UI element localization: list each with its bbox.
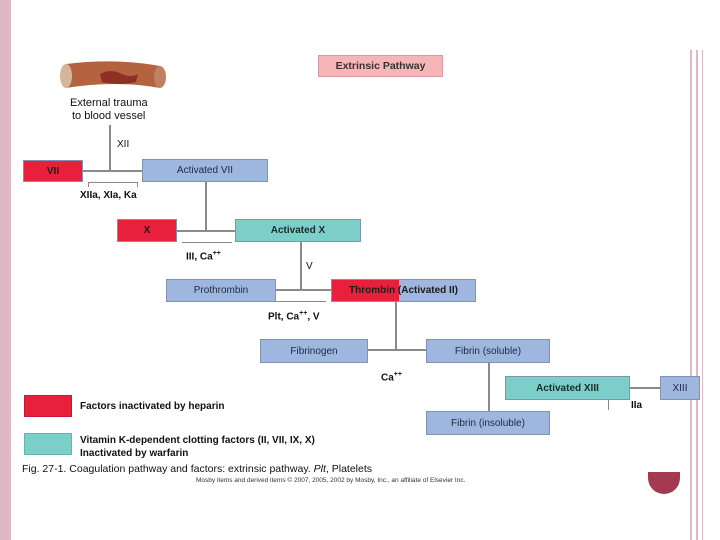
- connector-line: [177, 230, 235, 232]
- trauma-label-line1: External trauma: [70, 97, 148, 109]
- fibrin-insoluble-node: Fibrin (insoluble): [426, 411, 550, 435]
- iii-ca-text: III, Ca: [186, 251, 213, 263]
- v-label: V: [306, 261, 313, 272]
- connector-line: [88, 182, 138, 183]
- right-accent-line: [696, 0, 698, 540]
- connector-line: [395, 301, 397, 349]
- ca-fibrin-text: Ca: [381, 372, 394, 384]
- connector-line: [205, 182, 207, 230]
- activated-xiii-node: Activated XIII: [505, 376, 630, 400]
- connector-line: [109, 125, 111, 170]
- caption-suffix: , Platelets: [325, 463, 373, 475]
- connector-line: [82, 170, 142, 172]
- factor-xiii-node: XIII: [660, 376, 700, 400]
- corner-circle-shape: [648, 472, 680, 494]
- connector-line: [182, 242, 232, 243]
- activated-x-node: Activated X: [235, 219, 361, 242]
- plt-v-text: , V: [307, 311, 320, 323]
- top-right-panel: [686, 0, 720, 50]
- ca-superscript: ++: [393, 371, 402, 378]
- fibrin-soluble-node: Fibrin (soluble): [426, 339, 550, 363]
- connector-line: [608, 400, 609, 410]
- connector-line: [137, 182, 138, 187]
- caption-prefix: Fig. 27-1. Coagulation pathway and facto…: [22, 463, 314, 475]
- left-accent-bar: [0, 0, 11, 540]
- plt-ca-v-label: Plt, Ca++, V: [268, 310, 320, 322]
- copyright-text: Mosby items and derived items © 2007, 20…: [196, 477, 466, 484]
- thrombin-label: Thrombin: [349, 285, 396, 296]
- blood-vessel-icon: [60, 61, 166, 88]
- connector-line: [88, 182, 89, 187]
- pathway-title: Extrinsic Pathway: [318, 55, 443, 77]
- connector-line: [276, 301, 326, 302]
- connector-line: [630, 387, 660, 389]
- ca-superscript: ++: [212, 250, 221, 257]
- activated-vii-node: Activated VII: [142, 159, 268, 182]
- thrombin-node: Thrombin (Activated II): [331, 279, 476, 302]
- connector-line: [300, 242, 302, 289]
- iia-label: IIa: [631, 400, 643, 411]
- xiia-xia-ka-label: XIIa, XIa, Ka: [80, 190, 137, 201]
- legend-vitk-swatch: [24, 433, 72, 455]
- caption-italic: Plt: [313, 463, 326, 475]
- connector-line: [488, 361, 490, 411]
- ca-superscript: ++: [299, 310, 308, 317]
- ca-fibrin-label: Ca++: [381, 371, 402, 383]
- figure-caption: Fig. 27-1. Coagulation pathway and facto…: [22, 463, 372, 475]
- plt-ca-text: Plt, Ca: [268, 311, 300, 323]
- legend-vitk-label-line2: Inactivated by warfarin: [80, 448, 189, 459]
- xii-label: XII: [117, 139, 130, 150]
- fibrinogen-node: Fibrinogen: [260, 339, 368, 363]
- factor-vii-node: VII: [23, 160, 83, 182]
- connector-line: [368, 349, 426, 351]
- prothrombin-node: Prothrombin: [166, 279, 276, 302]
- right-accent-line: [690, 0, 692, 540]
- factor-x-node: X: [117, 219, 177, 242]
- connector-line: [276, 289, 332, 291]
- thrombin-activated-label: (Activated II): [395, 285, 458, 296]
- legend-heparin-swatch: [24, 395, 72, 417]
- legend-vitk-label-line1: Vitamin K-dependent clotting factors (II…: [80, 435, 315, 446]
- iii-ca-label: III, Ca++: [186, 250, 221, 262]
- right-accent-line: [702, 0, 703, 540]
- legend-heparin-label: Factors inactivated by heparin: [80, 401, 225, 412]
- trauma-label-line2: to blood vessel: [72, 110, 146, 122]
